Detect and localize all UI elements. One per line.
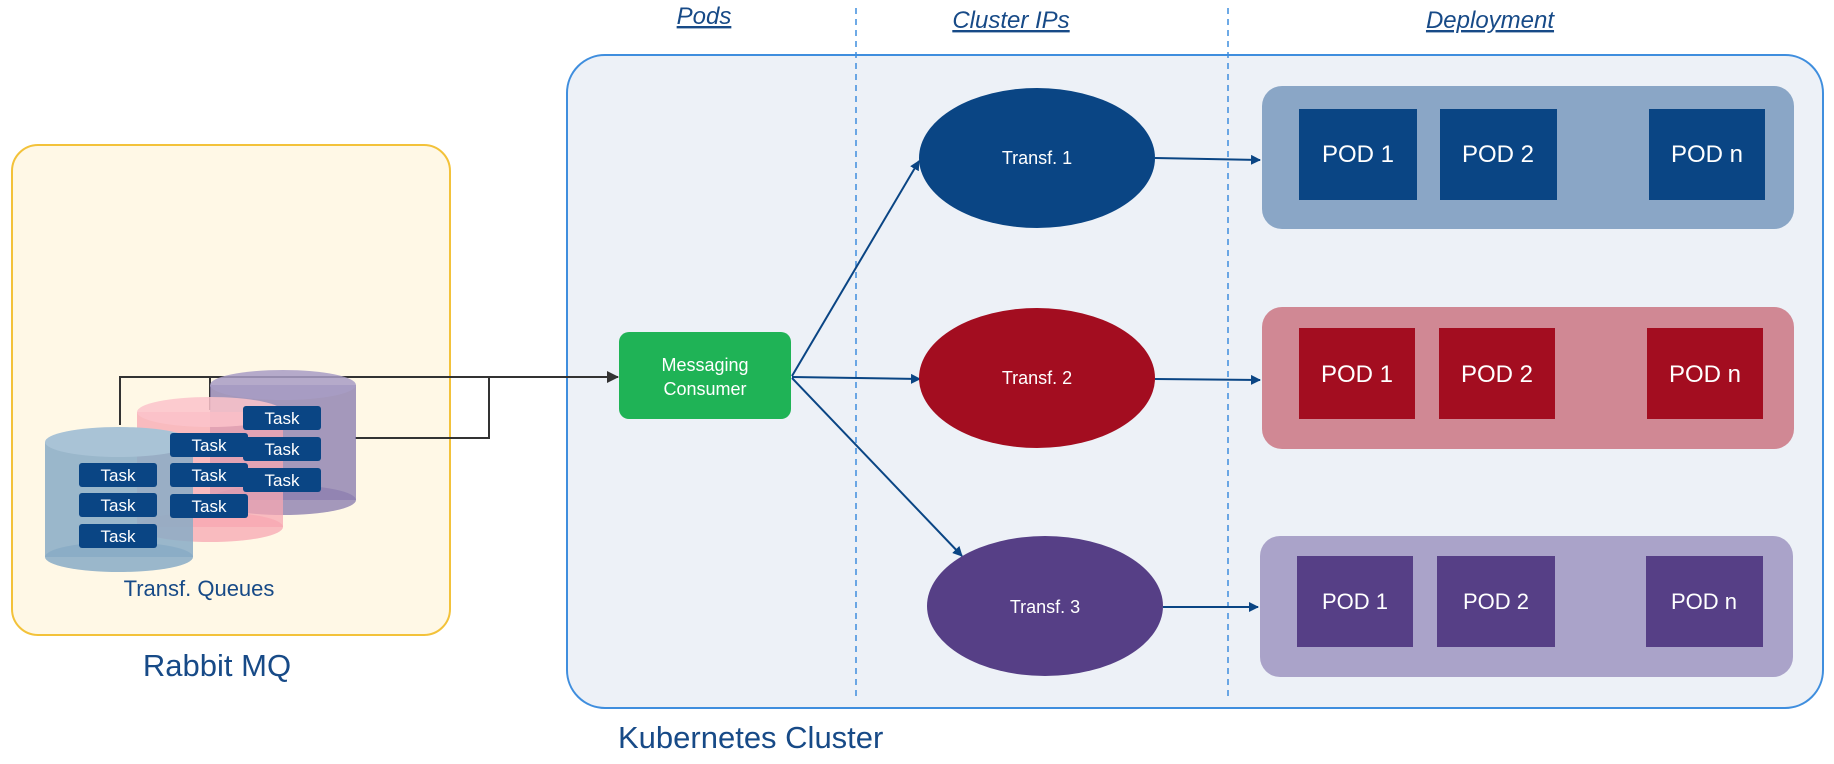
messaging-consumer: Messaging Consumer [619, 332, 791, 419]
svg-text:POD 1: POD 1 [1322, 589, 1388, 614]
header-deployment: Deployment [1426, 7, 1555, 34]
arrow-consumer-transf-3 [791, 377, 963, 557]
task-item: Task [243, 468, 321, 492]
pod-box: POD 2 [1437, 556, 1555, 647]
svg-text:Task: Task [192, 466, 227, 485]
svg-text:Task: Task [101, 527, 136, 546]
svg-text:Task: Task [192, 436, 227, 455]
svg-text:Task: Task [101, 466, 136, 485]
kubernetes-cluster-title: Kubernetes Cluster [618, 720, 883, 755]
header-cluster-ips: Cluster IPs [952, 7, 1069, 34]
svg-text:POD 2: POD 2 [1462, 141, 1534, 168]
svg-text:POD n: POD n [1669, 361, 1741, 388]
svg-text:Transf. 1: Transf. 1 [1002, 148, 1072, 168]
task-item: Task [79, 493, 157, 517]
pod-box: POD n [1646, 556, 1763, 647]
pod-box: POD n [1647, 328, 1763, 419]
pod-box: POD 2 [1440, 109, 1557, 200]
pod-box: POD 2 [1439, 328, 1555, 419]
svg-text:POD 1: POD 1 [1321, 361, 1393, 388]
deployment-2: POD 1 POD 2 POD n [1262, 307, 1794, 449]
arrow-consumer-transf-2 [791, 373, 921, 384]
task-item: Task [243, 406, 321, 430]
task-item: Task [79, 524, 157, 548]
task-item: Task [170, 494, 248, 518]
transf-1-service: Transf. 1 [919, 88, 1155, 228]
pod-box: POD 1 [1299, 328, 1415, 419]
task-item: Task [243, 437, 321, 461]
transf-queues-label: Transf. Queues [124, 576, 275, 601]
svg-text:POD 2: POD 2 [1461, 361, 1533, 388]
queue-connector-line [119, 371, 619, 425]
svg-text:Task: Task [101, 496, 136, 515]
svg-text:Transf. 2: Transf. 2 [1002, 368, 1072, 388]
svg-text:POD 1: POD 1 [1322, 141, 1394, 168]
deployment-3: POD 1 POD 2 POD n [1260, 536, 1793, 677]
svg-text:POD 2: POD 2 [1463, 589, 1529, 614]
arrow-consumer-transf-1 [791, 160, 920, 377]
pod-box: POD 1 [1297, 556, 1413, 647]
svg-text:Consumer: Consumer [663, 379, 746, 399]
svg-text:Task: Task [265, 440, 300, 459]
transf-3-service: Transf. 3 [927, 536, 1163, 676]
svg-text:Messaging: Messaging [661, 355, 748, 375]
rabbit-mq-title: Rabbit MQ [143, 648, 291, 683]
header-pods: Pods [677, 3, 732, 30]
svg-text:Task: Task [192, 497, 227, 516]
task-item: Task [170, 433, 248, 457]
queue-connector-return [355, 377, 490, 439]
pod-box: POD n [1649, 109, 1765, 200]
deployment-1: POD 1 POD 2 POD n [1262, 86, 1794, 229]
svg-text:Task: Task [265, 409, 300, 428]
arrow-transf-1-deployment [1154, 154, 1261, 165]
svg-text:Transf. 3: Transf. 3 [1010, 597, 1080, 617]
task-item: Task [170, 463, 248, 487]
transf-2-service: Transf. 2 [919, 308, 1155, 448]
arrow-transf-2-deployment [1154, 374, 1261, 385]
svg-text:Task: Task [265, 471, 300, 490]
svg-text:POD n: POD n [1671, 141, 1743, 168]
pod-box: POD 1 [1299, 109, 1417, 200]
task-item: Task [79, 463, 157, 487]
svg-text:POD n: POD n [1671, 589, 1737, 614]
